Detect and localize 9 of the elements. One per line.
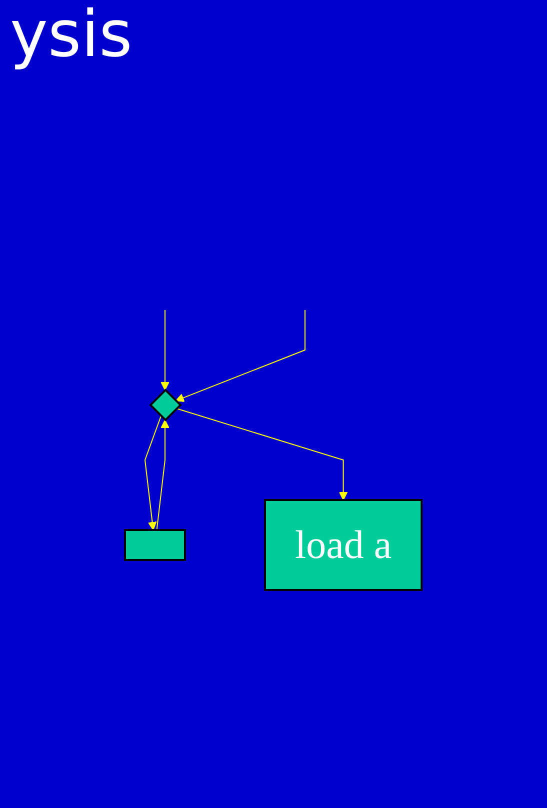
node-diamond xyxy=(149,388,182,422)
slide-title: ysis xyxy=(10,0,132,70)
arrow xyxy=(176,310,306,402)
arrow xyxy=(144,416,162,530)
arrow xyxy=(156,420,170,530)
node-box xyxy=(124,529,186,561)
arrow xyxy=(160,310,170,390)
node-box: load a xyxy=(264,499,423,591)
arrow xyxy=(176,408,348,500)
